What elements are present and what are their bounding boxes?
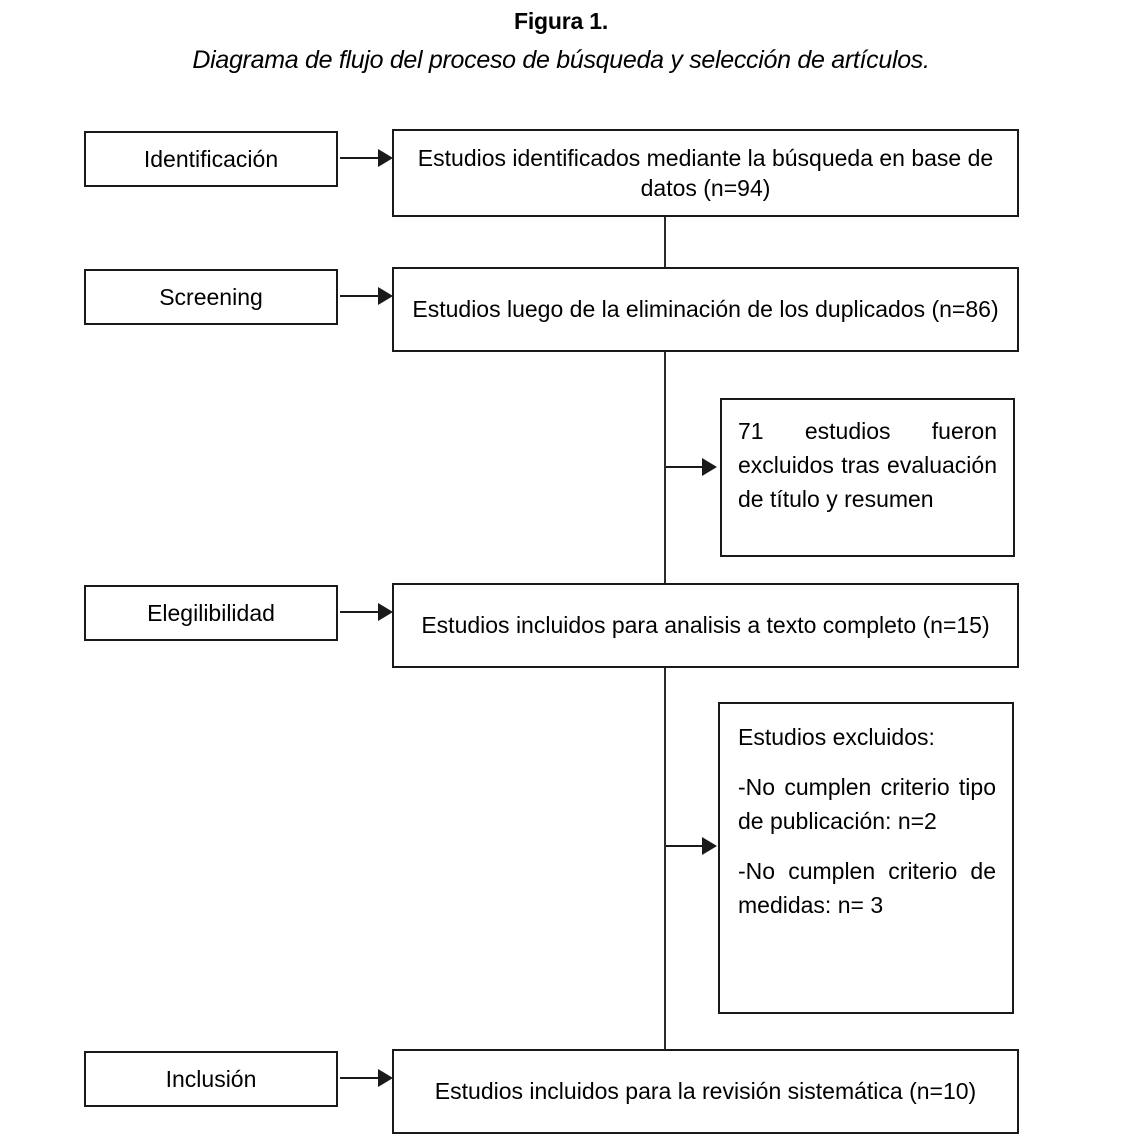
- connector-screening-to-elegibilidad: [664, 352, 666, 583]
- arrow-head-exclusion-two: [702, 837, 717, 855]
- connector-exclusion-two-shaft: [666, 845, 704, 847]
- exclusion-box-two-text: Estudios excluidos: -No cumplen criterio…: [738, 720, 996, 922]
- arrow-head-screening: [378, 287, 393, 305]
- exclusion-two-reason-one: -No cumplen criterio tipo de publicación…: [738, 774, 996, 835]
- stage-label-identificacion: Identificación: [143, 145, 279, 172]
- flow-box-texto-completo: Estudios incluidos para analisis a texto…: [392, 583, 1019, 668]
- connector-exclusion-one-shaft: [666, 466, 704, 468]
- exclusion-two-reason-two: -No cumplen criterio de medidas: n= 3: [738, 858, 996, 919]
- stage-box-inclusion: Inclusión: [84, 1051, 338, 1107]
- stage-box-elegibilidad: Elegilibilidad: [84, 585, 338, 641]
- flow-box-identificados: Estudios identificados mediante la búsqu…: [392, 129, 1019, 217]
- arrow-head-elegibilidad: [378, 603, 393, 621]
- figure-number: Figura 1.: [513, 8, 609, 34]
- flow-box-duplicados-text: Estudios luego de la eliminación de los …: [412, 296, 999, 323]
- connector-identificacion-to-screening: [664, 217, 666, 270]
- connector-identificacion-shaft: [340, 157, 380, 159]
- stage-label-screening: Screening: [159, 283, 263, 310]
- exclusion-two-heading: Estudios excluidos:: [738, 724, 935, 750]
- exclusion-box-two: Estudios excluidos: -No cumplen criterio…: [718, 702, 1014, 1014]
- stage-box-screening: Screening: [84, 269, 338, 325]
- stage-label-elegibilidad: Elegilibilidad: [147, 599, 275, 626]
- exclusion-box-one: 71 estudios fueron excluidos tras evalua…: [720, 398, 1015, 557]
- arrow-head-identificacion: [378, 149, 393, 167]
- flow-box-revision-sistematica: Estudios incluidos para la revisión sist…: [392, 1049, 1019, 1134]
- connector-screening-shaft: [340, 295, 380, 297]
- figure-caption: Diagrama de flujo del proceso de búsqued…: [192, 46, 930, 74]
- exclusion-box-one-text: 71 estudios fueron excluidos tras evalua…: [738, 418, 997, 513]
- stage-box-identificacion: Identificación: [84, 131, 338, 187]
- arrow-head-exclusion-one: [702, 458, 717, 476]
- flow-box-duplicados: Estudios luego de la eliminación de los …: [392, 267, 1019, 352]
- stage-label-inclusion: Inclusión: [165, 1065, 257, 1092]
- flow-box-texto-completo-text: Estudios incluidos para analisis a texto…: [421, 612, 990, 639]
- connector-elegibilidad-shaft: [340, 611, 380, 613]
- flow-box-identificados-text: Estudios identificados mediante la búsqu…: [417, 144, 994, 201]
- connector-inclusion-shaft: [340, 1077, 380, 1079]
- arrow-head-inclusion: [378, 1069, 393, 1087]
- connector-elegibilidad-to-inclusion: [664, 668, 666, 1050]
- flow-box-revision-sistematica-text: Estudios incluidos para la revisión sist…: [434, 1078, 977, 1105]
